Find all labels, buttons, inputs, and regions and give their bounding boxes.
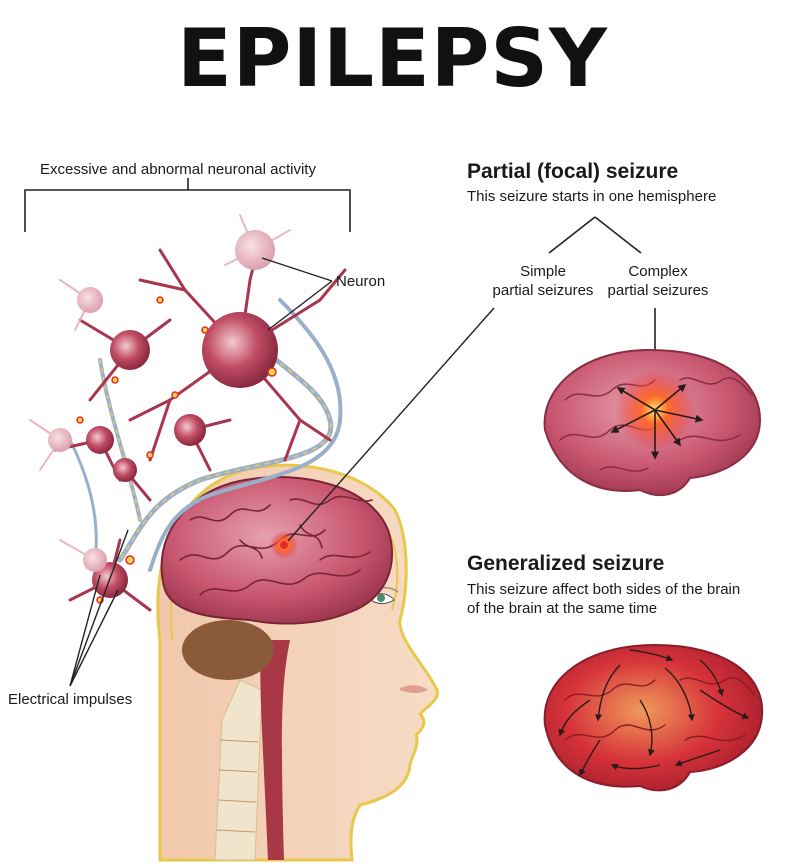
neuronal-activity-bracket bbox=[24, 178, 351, 232]
simple-seizure-pointer bbox=[287, 307, 495, 542]
impulse-sparks bbox=[76, 296, 277, 604]
partial-seizure-brain bbox=[543, 348, 762, 497]
complex-partial-line2: partial seizures bbox=[607, 282, 709, 299]
neuron-pointer bbox=[261, 257, 333, 331]
complex-partial-label: Complex partial seizures bbox=[583, 262, 733, 300]
electrical-impulses-pointer bbox=[69, 529, 129, 687]
partial-seizure-heading: Partial (focal) seizure bbox=[467, 160, 679, 183]
generalized-seizure-brain bbox=[543, 643, 764, 792]
generalized-seizure-line2: of the brain at the same time bbox=[467, 600, 658, 617]
electrical-impulses-label: Electrical impulses bbox=[8, 691, 133, 708]
simple-partial-line2: partial seizures bbox=[492, 282, 594, 299]
neuronal-activity-label: Excessive and abnormal neuronal activity bbox=[40, 161, 316, 178]
neuron-label: Neuron bbox=[336, 273, 386, 290]
simple-partial-line1: Simple bbox=[520, 263, 566, 280]
head-brain bbox=[160, 476, 393, 625]
generalized-seizure-line1: This seizure affect both sides of the br… bbox=[467, 581, 741, 598]
neuron-cluster bbox=[29, 214, 347, 612]
complex-partial-line1: Complex bbox=[628, 263, 688, 280]
simple-partial-label: Simple partial seizures bbox=[468, 262, 618, 300]
page-title: EPILEPSY bbox=[177, 12, 608, 105]
partial-seizure-subtitle: This seizure starts in one hemisphere bbox=[467, 188, 717, 205]
generalized-seizure-heading: Generalized seizure bbox=[467, 552, 665, 575]
